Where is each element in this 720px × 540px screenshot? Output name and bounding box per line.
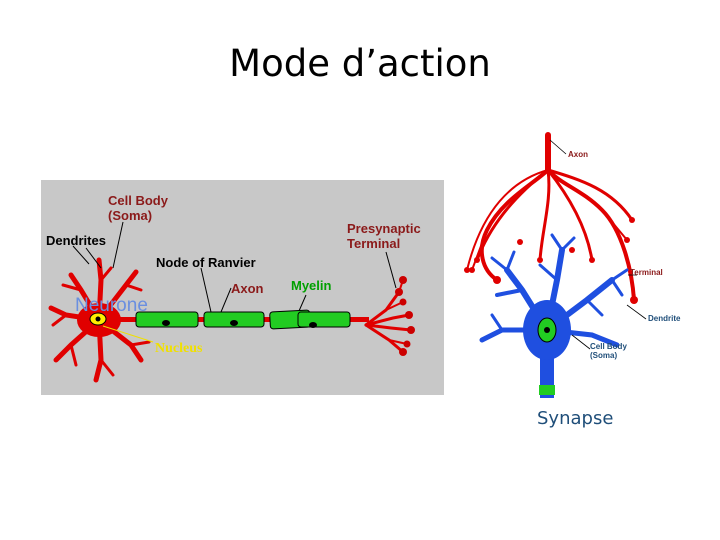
synapse-label-soma: (Soma) <box>590 351 627 360</box>
label-cell-body-line1: Cell Body <box>108 194 168 209</box>
synapse-caption: Synapse <box>537 408 613 429</box>
synapse-label-cell-body: Cell Body (Soma) <box>590 342 627 360</box>
label-soma: (Soma) <box>108 209 168 224</box>
label-myelin: Myelin <box>291 279 331 294</box>
label-presynaptic: Presynaptic <box>347 222 421 237</box>
neuron-diagram: Cell Body (Soma) Dendrites Presynaptic T… <box>41 180 444 395</box>
label-dendrites: Dendrites <box>46 234 106 249</box>
label-presynaptic-terminal: Presynaptic Terminal <box>347 222 421 251</box>
slide-title: Mode d’action <box>0 42 720 85</box>
synapse-label-cell-body-line1: Cell Body <box>590 342 627 351</box>
label-node-of-ranvier: Node of Ranvier <box>156 256 256 271</box>
synapse-label-terminal: Terminal <box>630 268 663 277</box>
synapse-illustration <box>462 130 698 398</box>
synapse-label-dendrite: Dendrite <box>648 314 680 323</box>
label-nucleus: Nucleus <box>155 341 202 357</box>
synapse-label-axon: Axon <box>568 150 588 159</box>
label-terminal: Terminal <box>347 237 421 252</box>
label-cell-body: Cell Body (Soma) <box>108 194 168 223</box>
label-neurone-overlay: Neurone <box>75 295 148 316</box>
label-axon: Axon <box>231 282 264 297</box>
